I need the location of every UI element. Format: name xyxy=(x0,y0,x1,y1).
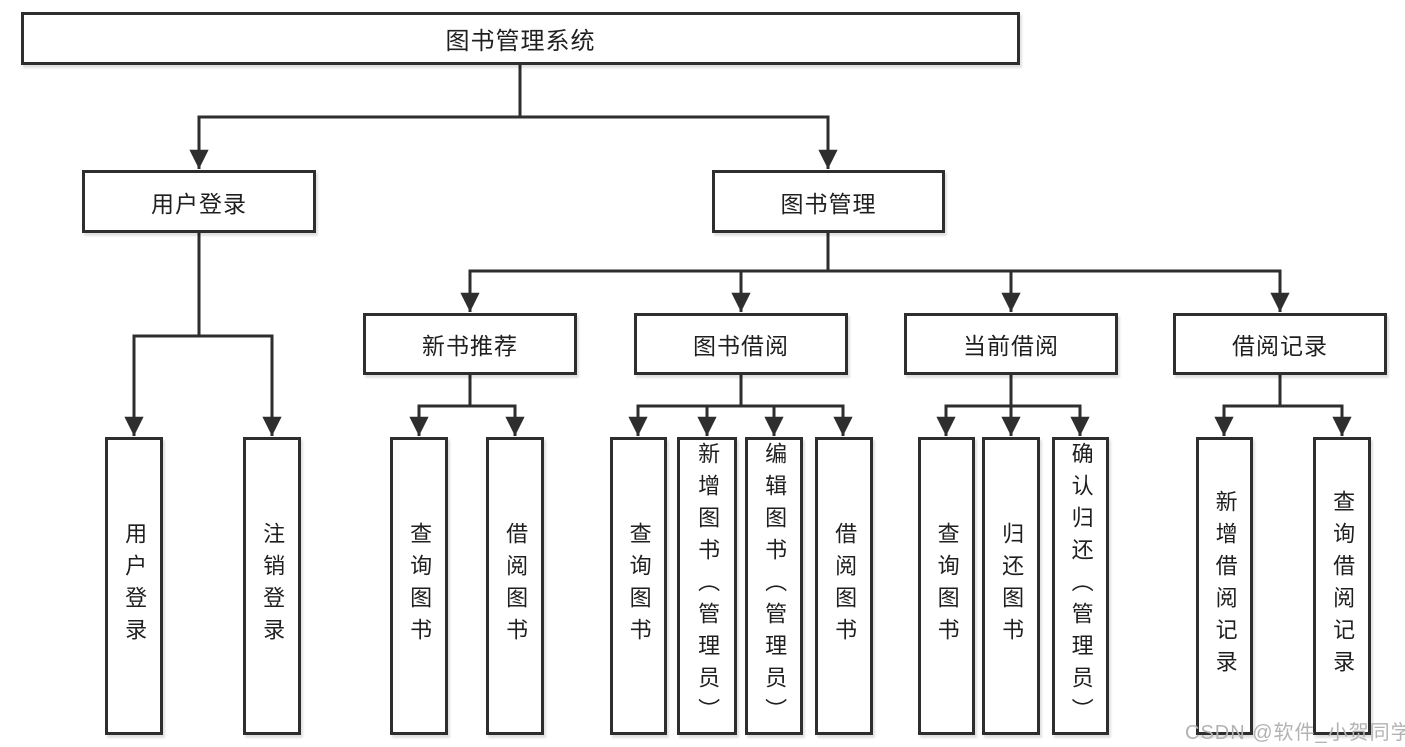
leaf-records-query-borrow-record: 查询借阅记录 xyxy=(1313,437,1371,735)
leaf-borrow-borrow-books: 借阅图书 xyxy=(815,437,873,735)
leaf-current-return-books: 归还图书 xyxy=(982,437,1040,735)
connector-cb-leaf-3 xyxy=(1011,404,1090,436)
leaf-borrow-edit-books-admin: 编辑图书（管理员） xyxy=(745,437,803,735)
connector-bb-leaf-2 xyxy=(697,404,741,436)
leaf-user-login: 用户登录 xyxy=(105,437,163,735)
connector-to-new-recommend xyxy=(460,269,828,312)
leaf-current-confirm-return-admin: 确认归还（管理员） xyxy=(1052,437,1109,735)
node-book-management: 图书管理 xyxy=(712,170,945,233)
node-user-login: 用户登录 xyxy=(82,170,316,233)
leaf-recommend-query-books: 查询图书 xyxy=(390,437,448,735)
connector-to-current-borrow xyxy=(828,269,1021,312)
connector-to-leaf-user-login xyxy=(124,334,199,436)
connector-to-borrow-records xyxy=(828,269,1290,312)
connector-br-leaf-2 xyxy=(1280,404,1352,436)
leaf-logout-login: 注销登录 xyxy=(243,437,301,735)
node-current-borrow: 当前借阅 xyxy=(904,313,1118,375)
connectors xyxy=(124,65,1352,436)
connector-nr-leaf-1 xyxy=(409,404,470,436)
connector-to-book-borrow xyxy=(731,269,828,312)
connector-nr-leaf-2 xyxy=(470,404,525,436)
leaf-current-query-books: 查询图书 xyxy=(918,437,975,735)
connector-cb-leaf-1 xyxy=(936,404,1011,436)
connector-bb-leaf-3 xyxy=(741,404,784,436)
leaf-records-add-borrow-record: 新增借阅记录 xyxy=(1196,437,1253,735)
node-borrow-records: 借阅记录 xyxy=(1173,313,1387,375)
connector-root-to-user-login xyxy=(189,115,520,169)
leaf-recommend-borrow-books: 借阅图书 xyxy=(486,437,544,735)
connector-root-to-book-management xyxy=(520,115,838,169)
csdn-watermark: CSDN @软件_小贺同学 xyxy=(1185,722,1405,744)
connector-to-leaf-logout xyxy=(199,334,282,436)
connector-bb-leaf-4 xyxy=(741,404,853,436)
connector-br-leaf-1 xyxy=(1214,404,1280,436)
node-new-book-recommend: 新书推荐 xyxy=(363,313,577,375)
connector-bb-leaf-1 xyxy=(628,404,741,436)
node-root-system: 图书管理系统 xyxy=(21,12,1020,65)
leaf-borrow-add-books-admin: 新增图书（管理员） xyxy=(677,437,737,735)
leaf-borrow-query-books: 查询图书 xyxy=(610,437,667,735)
node-book-borrow: 图书借阅 xyxy=(634,313,848,375)
